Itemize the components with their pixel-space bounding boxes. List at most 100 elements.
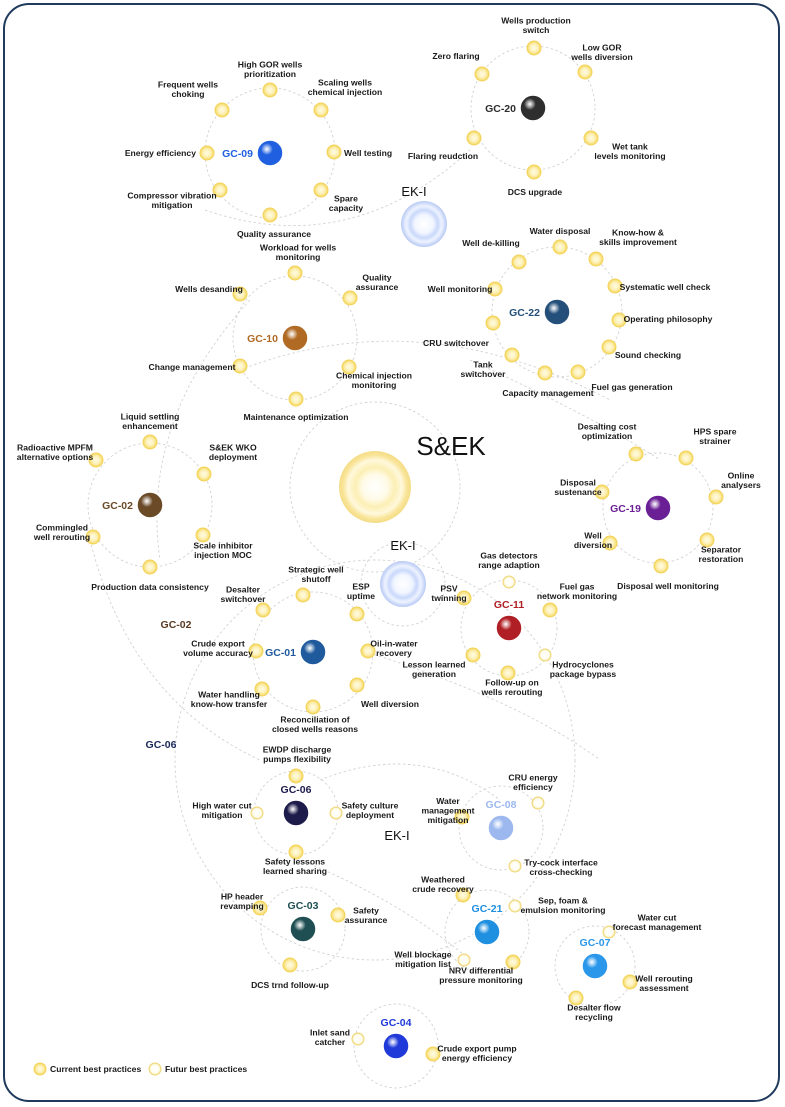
hub-label-gc-06: GC-06 [281,784,312,796]
main-title: S&EK [416,431,486,461]
link-6 [299,859,471,961]
practice-well-diversion: Well diversion [349,677,419,709]
practice-dot-zero-flaring [474,66,490,82]
practice-dot-scale-inhibitor-injection-moc [195,527,211,543]
practice-zero-flaring: Zero flaring [432,51,490,82]
sek-center-emblem [339,451,411,523]
practice-change-management: Change management [149,358,248,374]
practice-dot-disposal-well-monitoring [653,558,669,574]
link-2 [89,539,261,761]
hub-node-gc-07 [581,952,609,980]
ek-top-emblem [401,201,447,247]
legend-future-label: Futur best practices [165,1064,247,1074]
practice-dot-liquid-settling-enhancement [142,434,158,450]
ring-11 [444,889,530,975]
ring-12 [554,925,636,1007]
practice-dot-water-handling-know-how-transfer [254,681,270,697]
ek-top-label: EK-I [401,184,426,199]
hub-label-gc-09: GC-09 [222,148,253,160]
hub-gc-22: GC-22 [509,298,571,326]
practice-label-maintenance-optimization: Maintenance optimization [243,412,348,422]
practice-dot-energy-efficiency [199,145,215,161]
practice-water-disposal: Water disposal [530,226,591,255]
ring-9 [458,785,544,871]
practice-dot-radioactive-mpfm-alternative-options [88,452,104,468]
practice-dot-well-blockage-mitigation-list [457,953,471,967]
practice-label-water-disposal: Water disposal [530,226,591,236]
practice-production-data-consistency: Production data consistency [91,559,209,592]
practice-label-know-how-skills-improvement: Know-how &skills improvement [599,228,677,248]
practice-dot-well-testing [326,144,342,160]
practice-dot-well-de-killing [511,254,527,270]
gc02-side-label: GC-02 [161,619,192,631]
practice-label-quality-assurance: Quality assurance [237,229,311,239]
practice-dot-desalter-switchover [255,602,271,618]
hub-gc-10: GC-10 [247,324,309,352]
hub-node-gc-01 [299,638,327,666]
practice-label-cru-switchover: CRU switchover [423,338,490,348]
practice-dot-wet-tank-levels-monitoring [583,130,599,146]
practice-label-fuel-gas-generation: Fuel gas generation [591,382,672,392]
legend-current-label: Current best practices [50,1064,141,1074]
hub-node-gc-20 [519,94,547,122]
practice-dot-scaling-wells-chemical-injection [313,102,329,118]
ek-low-label: EK-I [384,828,409,843]
hub-gc-21: GC-21 [472,903,503,946]
hub-node-gc-09 [256,139,284,167]
practice-dot-ewdp-discharge-pumps-flexibility [288,768,304,784]
ring-13 [353,1003,439,1089]
practice-dot-esp-uptime [349,606,365,622]
practice-dot-desalting-cost-optimization [628,446,644,462]
hub-gc-04: GC-04 [381,1017,412,1060]
practice-label-change-management: Change management [149,362,236,372]
hub-gc-03: GC-03 [288,900,319,943]
practice-dot-safety-culture-deployment [329,806,343,820]
practice-dot-well-monitoring [487,281,503,297]
hub-node-gc-21 [473,918,501,946]
practice-dot-flaring-reudction [466,130,482,146]
hub-label-gc-19: GC-19 [610,503,641,515]
practice-dcs-trnd-follow-up: DCS trnd follow-up [251,957,329,990]
hub-label-gc-01: GC-01 [265,647,296,659]
hub-node-gc-22 [543,298,571,326]
practice-dot-safety-assurance [330,907,346,923]
practice-label-well-testing: Well testing [344,148,392,158]
practice-dot-disposal-sustenance [594,484,610,500]
practice-label-dcs-upgrade: DCS upgrade [508,187,563,197]
practice-maintenance-optimization: Maintenance optimization [243,391,349,422]
